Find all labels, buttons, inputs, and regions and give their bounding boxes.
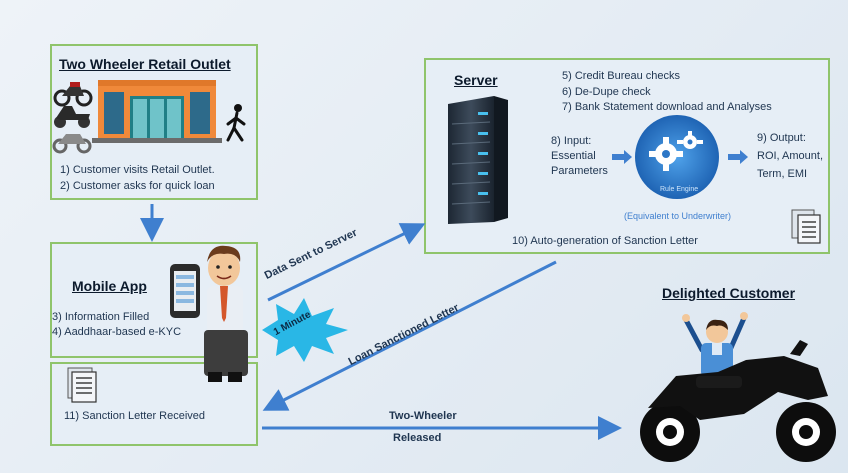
customer-on-motorbike-icon: [640, 312, 836, 462]
loan-sanctioned-arrow: [262, 260, 557, 411]
underwriter-note: (Equivalent to Underwriter): [624, 211, 732, 221]
server-step-6: 6) De-Dupe check: [562, 86, 651, 98]
store-building-icon: [92, 80, 222, 143]
data-sent-arrow: [267, 223, 426, 302]
input-label-line-1: 8) Input:: [551, 135, 592, 147]
burst-shape: [262, 298, 348, 362]
mobile-step-4: 4) Aaddhaar-based e-KYC: [52, 326, 182, 338]
server-step-5: 5) Credit Bureau checks: [562, 70, 680, 82]
scooter-icon: [54, 106, 90, 128]
two-wheeler-icons: [52, 82, 93, 154]
input-arrow: [612, 150, 632, 164]
outlet-title: Two Wheeler Retail Outlet: [59, 56, 231, 72]
walking-person-icon: [226, 104, 246, 142]
server-title: Server: [454, 72, 498, 88]
released-label-line-2: Released: [393, 432, 442, 444]
document-icon: [67, 367, 97, 403]
rule-engine-label: Rule Engine: [660, 186, 699, 193]
output-label-line-1: 9) Output:: [757, 132, 806, 144]
output-label-line-2: ROI, Amount,: [757, 150, 824, 162]
input-label-line-2: Essential: [551, 150, 596, 162]
smartphone-icon: [170, 264, 200, 318]
outlet-step-1: 1) Customer visits Retail Outlet.: [60, 164, 215, 176]
released-label-line-1: Two-Wheeler: [389, 410, 457, 422]
output-label-line-3: Term, EMI: [757, 168, 808, 180]
mobile-app-title: Mobile App: [72, 278, 147, 294]
rule-engine-gear-icon: [635, 115, 719, 199]
output-arrow: [728, 150, 748, 164]
server-step-7: 7) Bank Statement download and Analyses: [562, 101, 772, 113]
outlet-step-2: 2) Customer asks for quick loan: [60, 180, 215, 192]
delighted-customer-title: Delighted Customer: [662, 285, 796, 301]
documents-icon: [791, 209, 821, 244]
mobile-step-3: 3) Information Filled: [52, 311, 150, 323]
input-label-line-3: Parameters: [551, 165, 608, 177]
server-tower-icon: [448, 96, 508, 224]
motorbike-icon-2: [52, 134, 92, 154]
businessman-icon: [204, 245, 248, 382]
sanction-received-label: 11) Sanction Letter Received: [64, 410, 206, 422]
motorbike-icon: [53, 82, 93, 107]
server-step-10: 10) Auto-generation of Sanction Letter: [512, 235, 698, 247]
